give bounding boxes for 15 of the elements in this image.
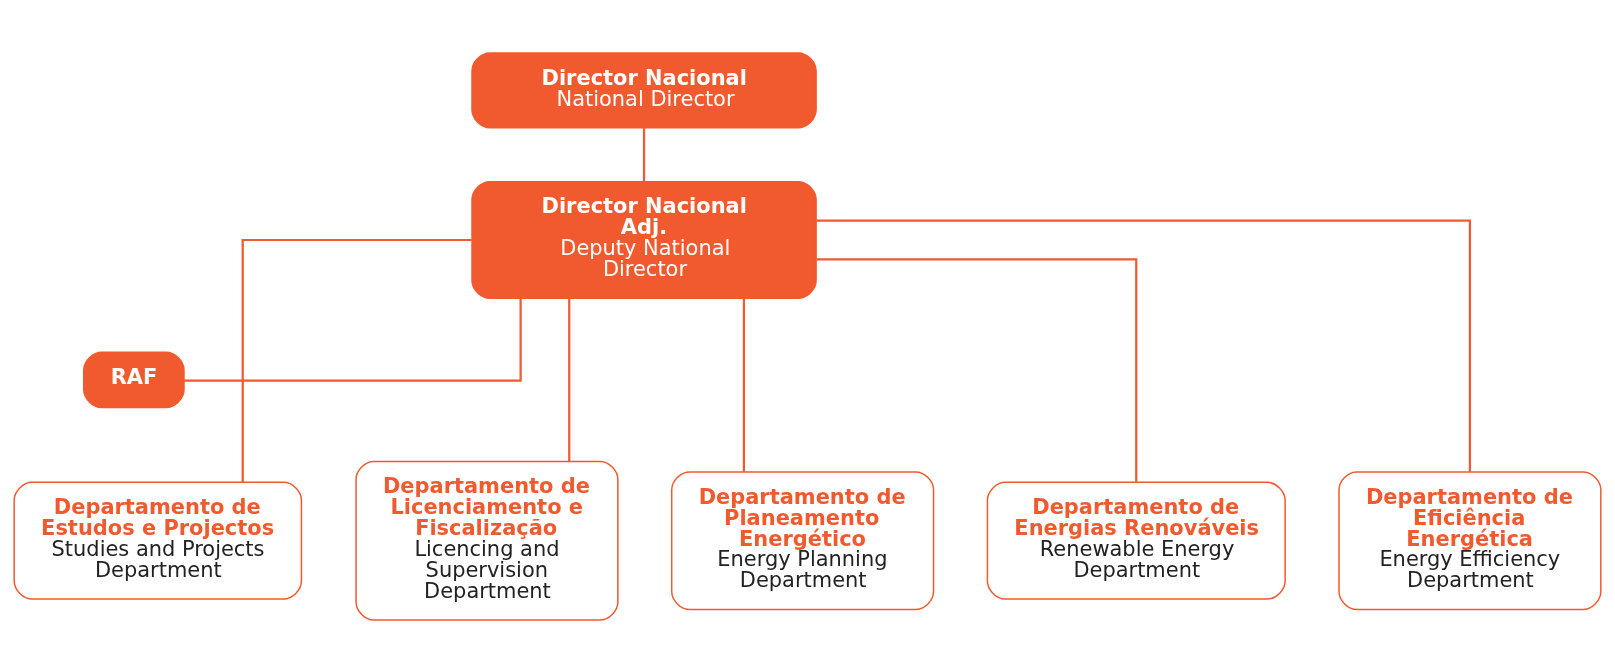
node-box: RAF [83,350,185,408]
node-box: Director Nacional Adj. Deputy National Director [471,180,817,299]
node-box: Departamento de Planeamento Energético Energy Planning Department [671,470,935,610]
node-box: Departamento de Licenciamento e Fiscalização Licencing and Supervision Department [355,460,619,621]
node-box: Departamento de Estudos e Projectos Studies and Projects Department [13,481,303,600]
connector [568,298,571,461]
connector [816,218,1472,472]
node-box: Departamento de Energias Renováveis Renewable Energy Department [986,481,1286,600]
connector [816,257,1138,482]
node-box: Departamento de Eficiência Energética Energy Efficiency Department [1338,470,1602,610]
connector [642,127,646,181]
connector [742,298,746,472]
connector [184,297,522,382]
node-box: Director Nacional National Director [471,51,817,129]
connector [241,238,472,482]
